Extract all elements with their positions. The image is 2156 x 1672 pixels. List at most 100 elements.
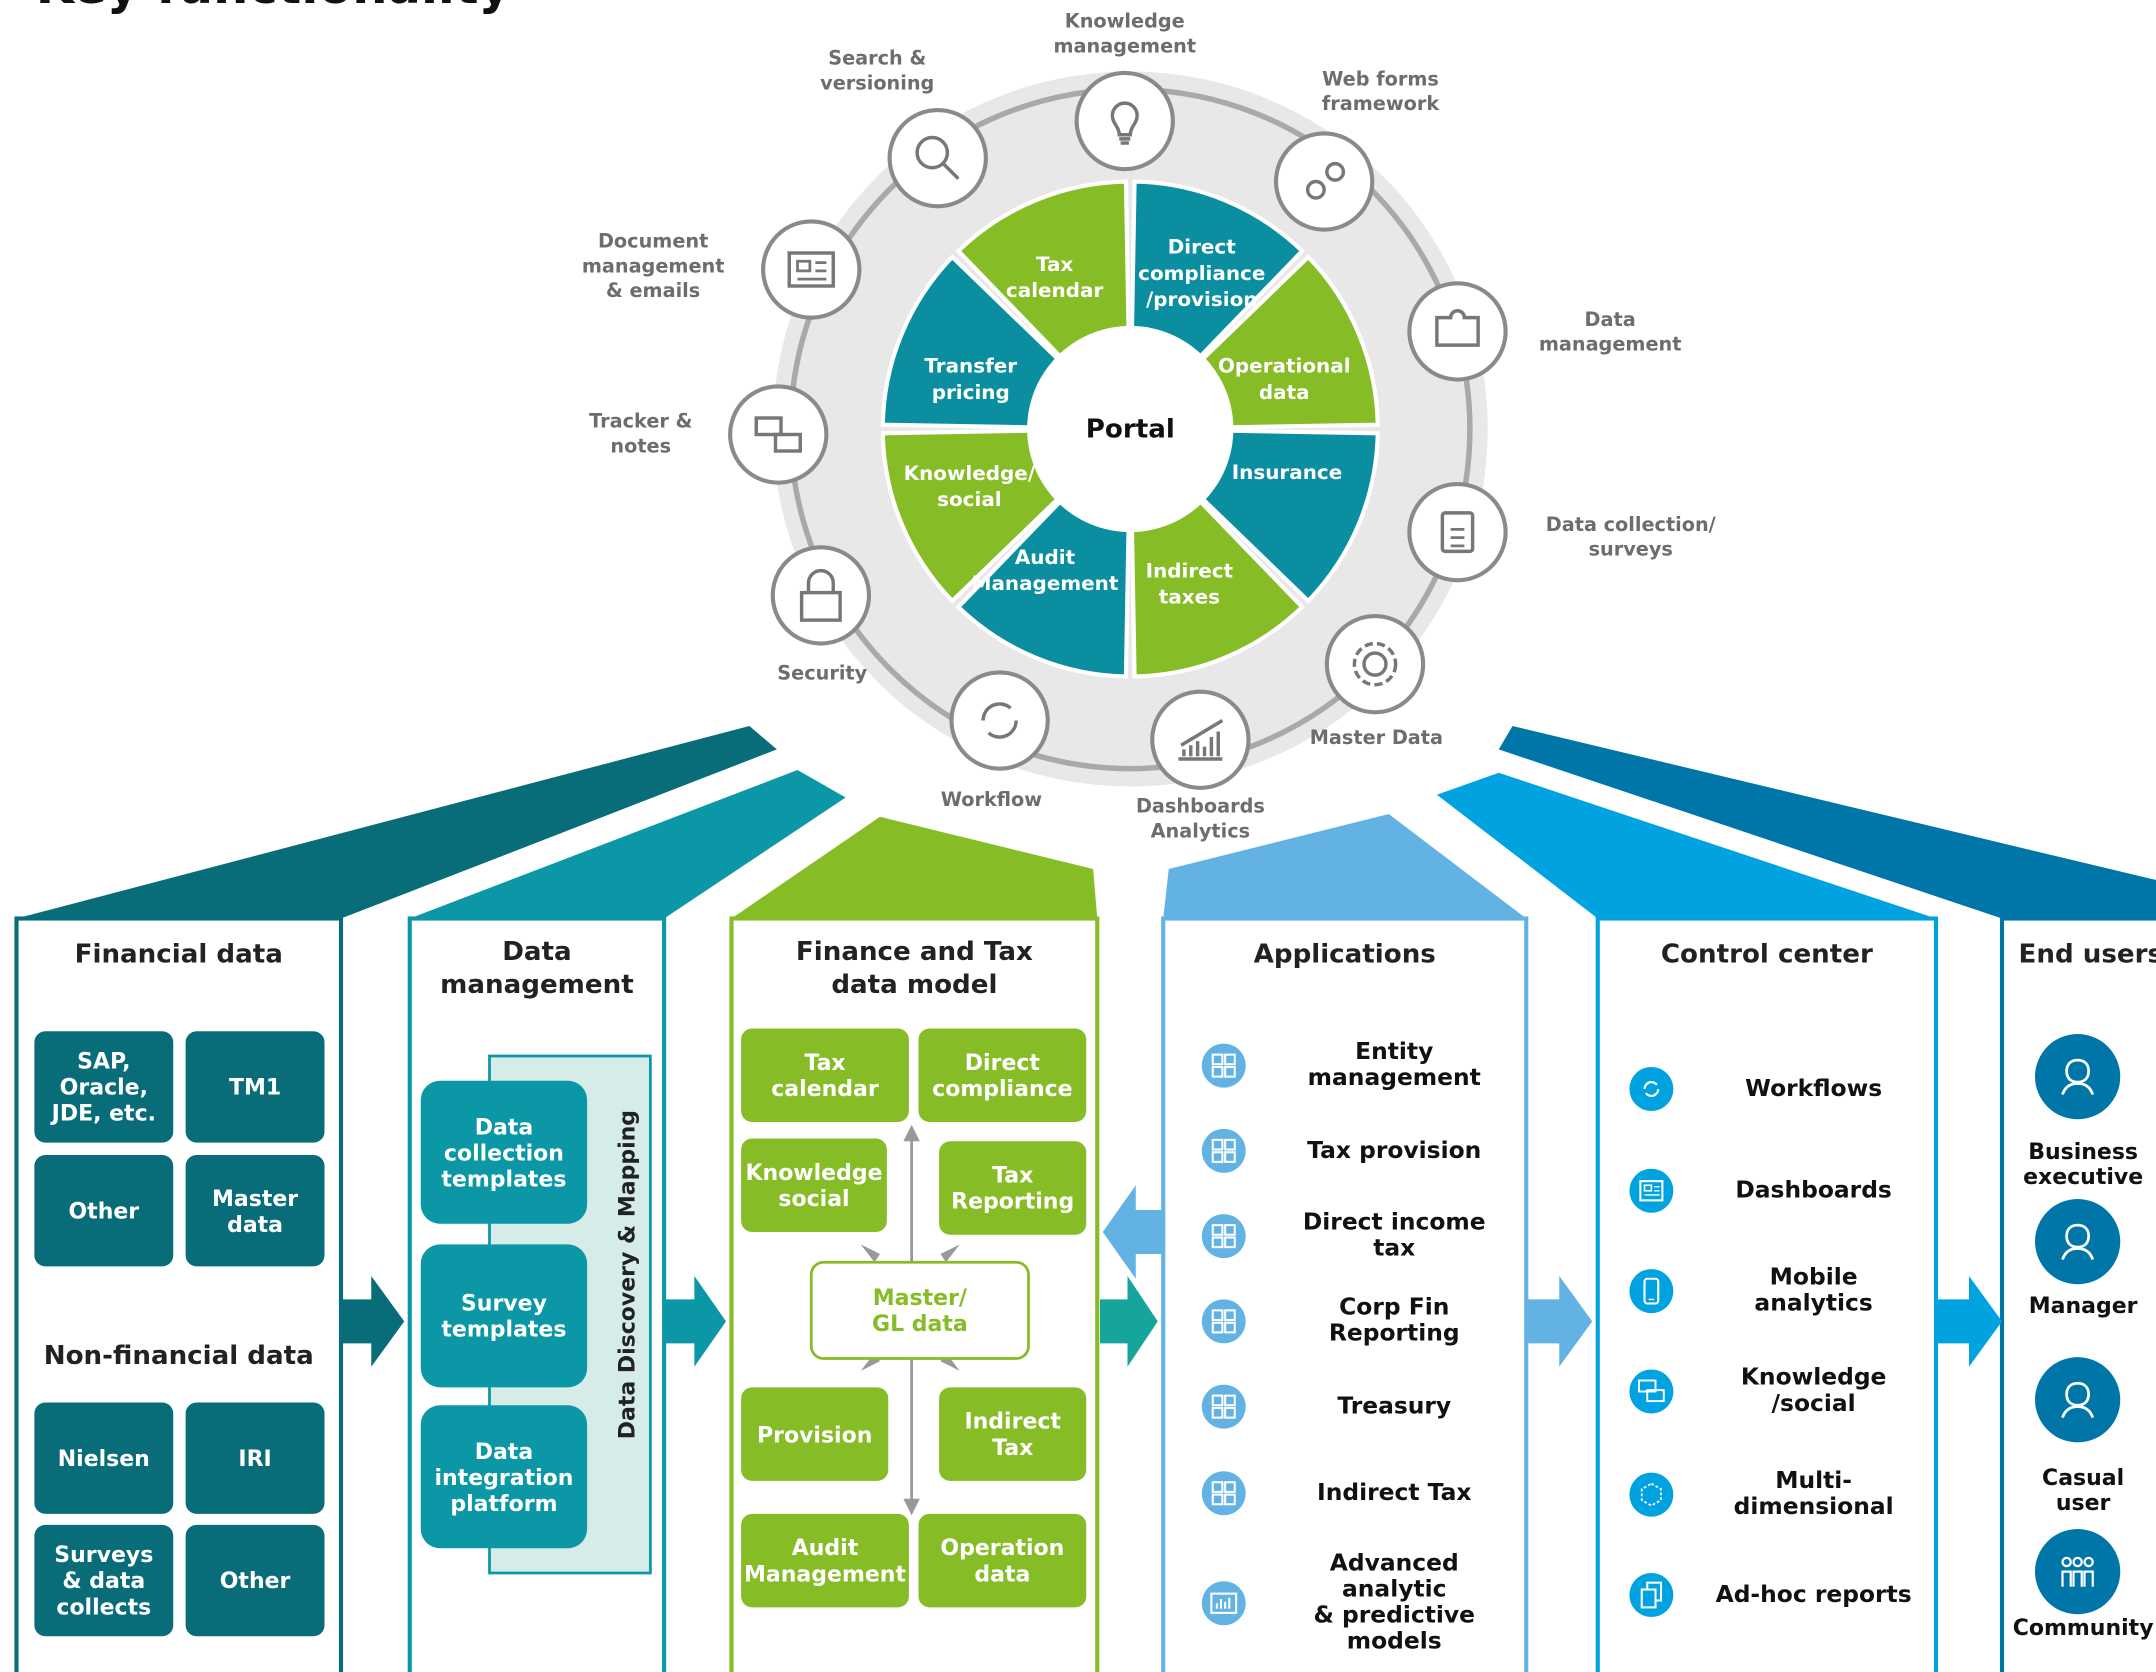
refresh-icon <box>949 670 1050 771</box>
box-master-data[interactable]: Master data <box>185 1155 325 1267</box>
box-data-integration-platform[interactable]: Data integration platform <box>420 1405 588 1549</box>
segment-transfer-pricing[interactable]: Transfer pricing <box>924 356 1018 405</box>
application-item[interactable]: Direct income tax <box>1262 1181 1526 1291</box>
cube-icon <box>1629 1472 1674 1517</box>
model-audit-management[interactable]: Audit Management <box>741 1513 909 1608</box>
end-user-label[interactable]: Casual user <box>2042 1464 2125 1516</box>
heading-control-center: Control center <box>1660 939 1873 970</box>
model-indirect-tax[interactable]: Indirect Tax <box>939 1387 1087 1481</box>
arrow-financial-to-datamgmt <box>341 1276 405 1367</box>
heading-end-users: End users <box>2018 939 2156 970</box>
gears-icon <box>1273 131 1375 232</box>
app-grid-icon <box>1201 1043 1246 1088</box>
control-center-item[interactable]: Ad-hoc reports <box>1689 1554 1939 1637</box>
beam-financial <box>16 726 777 919</box>
ring-label-master-data: Master Data <box>1309 727 1443 750</box>
clipboard-icon <box>1407 481 1508 583</box>
beam-datamgmt <box>409 770 846 919</box>
beam-endusers <box>1498 726 2156 919</box>
ring-label-web-forms: Web forms framework <box>1321 68 1440 116</box>
end-user-label[interactable]: Community <box>2012 1614 2154 1641</box>
beam-model <box>731 816 1098 919</box>
model-master-gl-data[interactable]: Master/ GL data <box>809 1260 1030 1360</box>
application-item[interactable]: Advanced analytic & predictive models <box>1262 1548 1526 1658</box>
segment-knowledge-social[interactable]: Knowledge/ social <box>903 463 1036 512</box>
box-nielsen[interactable]: Nielsen <box>34 1402 174 1514</box>
person-icon <box>2035 1357 2121 1443</box>
control-center-label: Mobile analytics <box>1754 1263 1873 1318</box>
application-item[interactable]: Tax provision <box>1262 1096 1526 1206</box>
box-other-nonfinancial[interactable]: Other <box>185 1524 325 1637</box>
segment-tax-calendar[interactable]: Tax calendar <box>1005 254 1104 303</box>
model-provision[interactable]: Provision <box>741 1387 889 1481</box>
data-discovery-label: Data Discovery & Mapping <box>613 1109 641 1440</box>
control-center-item[interactable]: Workflows <box>1689 1048 1939 1131</box>
application-item[interactable]: Entity management <box>1262 1011 1526 1121</box>
ring-label-search: Search & versioning <box>820 48 935 95</box>
lightbulb-icon <box>1074 70 1175 172</box>
portal-center <box>1027 325 1234 533</box>
model-direct-compliance[interactable]: Direct compliance <box>918 1028 1087 1122</box>
arrow-datamgmt-to-model <box>664 1276 726 1367</box>
end-user-label[interactable]: Manager <box>2028 1292 2138 1319</box>
heading-model: Finance and Tax data model <box>795 936 1033 1000</box>
app-chart-icon <box>1201 1581 1246 1626</box>
box-surveys[interactable]: Surveys & data collects <box>34 1524 174 1637</box>
segment-insurance[interactable]: Insurance <box>1231 462 1343 485</box>
lock-icon <box>770 545 872 646</box>
box-survey-templates[interactable]: Survey templates <box>420 1244 588 1388</box>
model-operation-data[interactable]: Operation data <box>918 1513 1087 1608</box>
application-item[interactable]: Treasury <box>1262 1352 1526 1462</box>
person-icon <box>2035 1034 2121 1120</box>
beam-apps <box>1163 814 1527 919</box>
application-label: Direct income tax <box>1302 1208 1486 1263</box>
control-center-label: Ad-hoc reports <box>1715 1580 1912 1609</box>
segment-direct-compliance[interactable]: Direct compliance /provision <box>1138 237 1266 312</box>
beam-control <box>1436 772 1936 919</box>
copy-icon <box>1629 1573 1674 1617</box>
search-icon <box>887 107 988 209</box>
arrow-control-to-endusers <box>1936 1276 2002 1367</box>
model-tax-reporting[interactable]: Tax Reporting <box>939 1141 1087 1235</box>
ring-label-knowledge-management: Knowledge management <box>1053 11 1197 58</box>
model-tax-calendar[interactable]: Tax calendar <box>741 1028 909 1122</box>
control-center-item[interactable]: Mobile analytics <box>1689 1250 1939 1333</box>
control-center-label: Multi- dimensional <box>1733 1467 1894 1521</box>
heading-non-financial-data: Non-financial data <box>43 1340 314 1371</box>
page-title: Key functionality <box>36 0 511 15</box>
box-other-financial[interactable]: Other <box>34 1155 174 1267</box>
end-user-label[interactable]: Business executive <box>2023 1138 2144 1190</box>
box-tm1[interactable]: TM1 <box>185 1031 325 1143</box>
document-icon <box>761 219 862 320</box>
ring-label-workflow: Workflow <box>940 789 1043 812</box>
control-center-item[interactable]: Knowledge /social <box>1689 1350 1939 1433</box>
control-center-item[interactable]: Multi- dimensional <box>1689 1453 1939 1536</box>
control-center-label: Dashboards <box>1735 1176 1892 1204</box>
document-icon <box>1629 1168 1674 1213</box>
segment-operational-data[interactable]: Operational data <box>1217 356 1351 405</box>
application-item[interactable]: Indirect Tax <box>1262 1438 1526 1548</box>
application-label: Treasury <box>1337 1392 1452 1420</box>
segment-indirect-taxes[interactable]: Indirect taxes <box>1145 561 1234 610</box>
segment-audit-management[interactable]: Audit Management <box>971 547 1119 596</box>
app-grid-icon <box>1201 1214 1246 1259</box>
puzzle-icon <box>1407 281 1508 382</box>
application-label: Entity management <box>1307 1038 1481 1092</box>
box-data-collection-templates[interactable]: Data collection templates <box>420 1080 588 1224</box>
app-grid-icon <box>1201 1128 1246 1173</box>
control-center-item[interactable]: Dashboards <box>1689 1150 1939 1233</box>
ring-label-tracker: Tracker & notes <box>589 411 693 458</box>
model-knowledge-social[interactable]: Knowledge social <box>741 1138 887 1232</box>
application-label: Tax provision <box>1307 1136 1482 1164</box>
heading-data-management: Data management <box>440 936 634 1000</box>
application-item[interactable]: Corp Fin Reporting <box>1262 1266 1526 1376</box>
ring-icons <box>728 70 1508 790</box>
application-label: Indirect Tax <box>1317 1478 1472 1507</box>
box-sap-oracle[interactable]: SAP, Oracle, JDE, etc. <box>34 1031 174 1143</box>
refresh-icon <box>1629 1067 1674 1111</box>
ring-label-security: Security <box>777 662 868 685</box>
mobile-icon <box>1629 1269 1674 1314</box>
control-center-label: Workflows <box>1745 1074 1883 1103</box>
box-iri[interactable]: IRI <box>185 1402 325 1514</box>
gear-icon <box>1324 613 1426 715</box>
